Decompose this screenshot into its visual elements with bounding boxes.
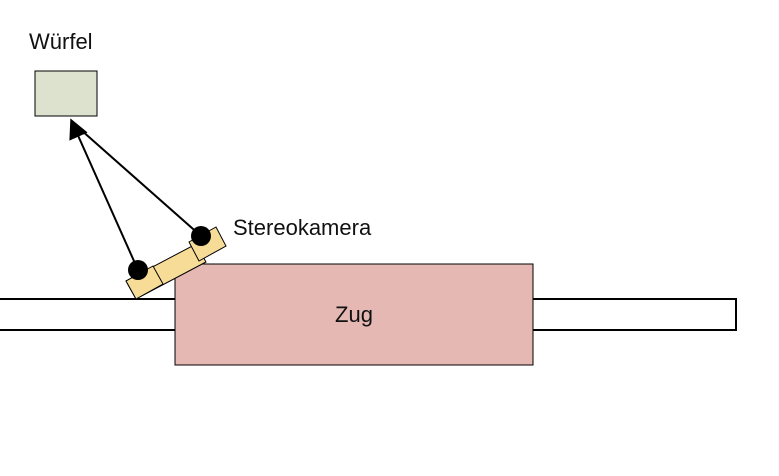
cube-label: Würfel xyxy=(29,29,93,54)
right-lens xyxy=(191,226,211,246)
train-label: Zug xyxy=(335,302,373,327)
left-lens xyxy=(128,260,148,280)
ray-left-to-cube xyxy=(69,118,139,271)
camera-label: Stereokamera xyxy=(233,215,372,240)
train-box xyxy=(174,263,534,366)
ray-right-to-cube xyxy=(71,121,202,237)
stereo-camera xyxy=(125,226,227,300)
cube-box xyxy=(34,70,98,117)
